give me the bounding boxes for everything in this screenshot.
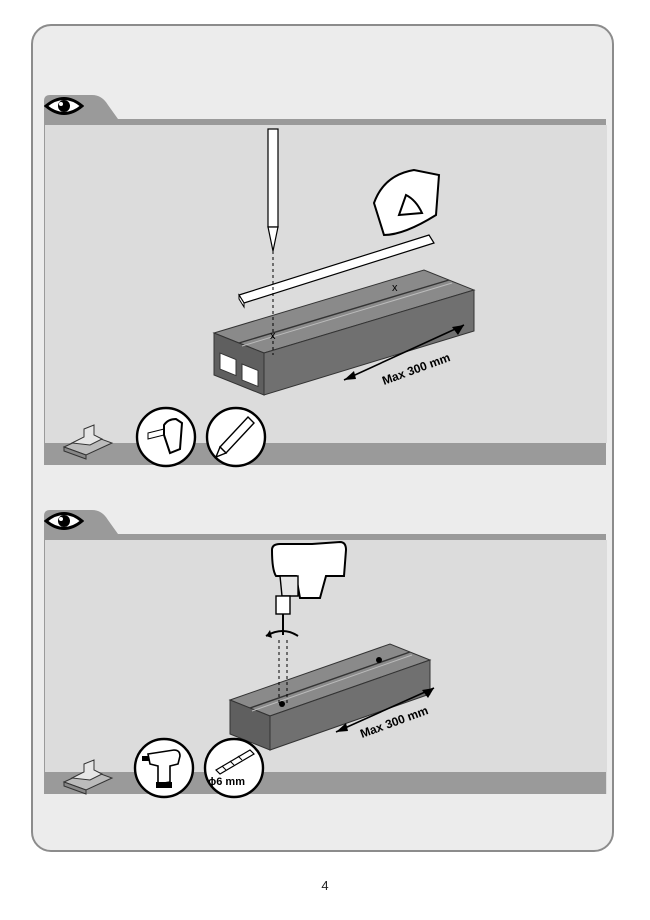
decking-clip-icon [62, 424, 114, 460]
tape-measure-illustration [238, 168, 441, 309]
decking-clip-icon [62, 759, 114, 795]
step-1-header: 1 [44, 95, 606, 125]
step-2-tool-bar [44, 772, 606, 794]
decking-board [212, 269, 476, 396]
mark-x-1: x [270, 330, 276, 342]
cordless-drill-icon [133, 737, 195, 799]
page-number: 4 [321, 878, 329, 893]
pencil-tool-icon [205, 406, 267, 468]
step-1-panel: 1 x [44, 95, 607, 473]
step-1-tab-shape [44, 95, 606, 125]
step-2-illustration: Max 300 mm [228, 540, 435, 751]
drill-bit-icon: ϕ6 mm [202, 736, 266, 800]
decking-board [228, 643, 432, 751]
eye-icon [44, 97, 84, 115]
mark-x-2: x [392, 282, 398, 294]
dimension-arrow [335, 687, 435, 733]
drill-bit-shape [203, 737, 265, 799]
eye-icon [44, 512, 84, 530]
dimension-arrow [343, 324, 465, 381]
tape-measure-tool-icon [135, 406, 197, 468]
pencil-illustration [267, 128, 279, 355]
step-2-tab-shape [44, 510, 606, 540]
drill-bit-size-label: ϕ6 mm [208, 776, 245, 788]
step-1-body [44, 125, 607, 443]
step-1-tool-bar [44, 443, 606, 465]
drill-hole-1 [279, 701, 285, 707]
drill-hole-2 [376, 657, 382, 663]
step-2-panel: 2 [44, 510, 607, 810]
step-2-header: 2 [44, 510, 606, 540]
drill-illustration [265, 540, 348, 704]
step-1-illustration: x x Max 300 mm [212, 128, 476, 396]
